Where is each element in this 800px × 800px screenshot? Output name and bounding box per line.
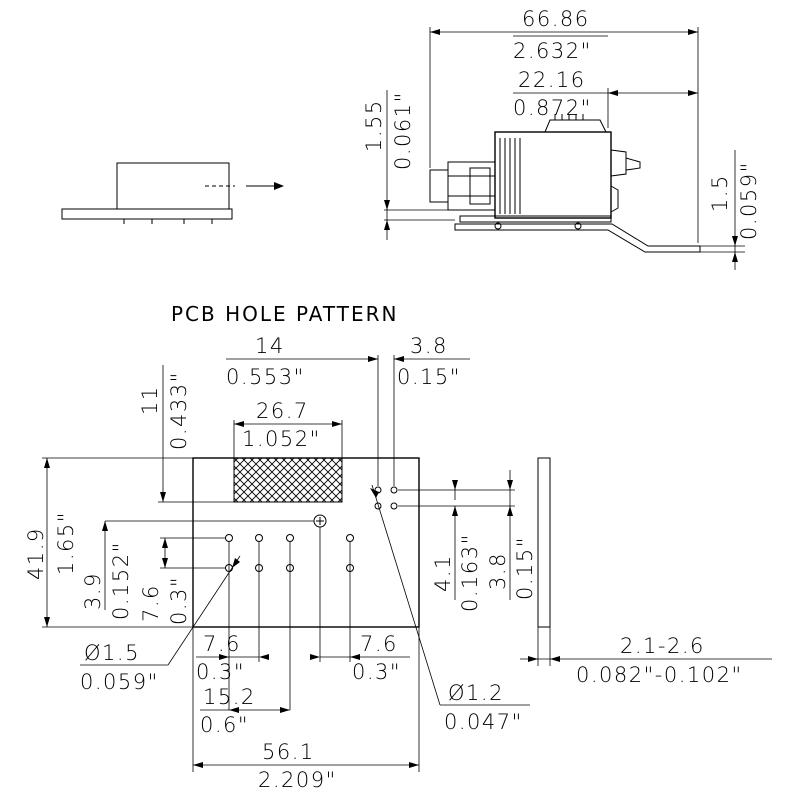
- hole: [390, 486, 398, 494]
- dim-panel-thickness-mm: 2.1-2.6: [620, 634, 705, 658]
- board-side-view: [61, 162, 284, 224]
- dim-pin-offset-in: 0.872": [513, 96, 592, 120]
- callout-large-hole-in: 0.047": [444, 710, 523, 734]
- hole-pattern-title: PCB HOLE PATTERN: [171, 302, 399, 326]
- dim-pitch-right: 7.6 0.3": [310, 632, 410, 684]
- dim-top-right-mm: 3.8: [410, 334, 448, 358]
- dim-right-a-in: 0.163": [458, 533, 482, 612]
- dim-row-pitch-in: 0.3": [167, 576, 191, 625]
- dim-pitch-left-mm: 7.6: [203, 632, 241, 656]
- connector-side-view: [429, 114, 701, 253]
- dim-overall-width-pcb: 56.1 2.209": [192, 627, 420, 792]
- dim-keepout-width-mm: 26.7: [256, 399, 309, 423]
- dim-pitch-double-in: 0.6": [200, 713, 249, 737]
- dim-overall-height: 41.9 1.65": [24, 457, 193, 628]
- callout-small-hole-mm: Ø1.5: [84, 641, 140, 665]
- dim-body-offset-in: 0.061": [391, 91, 415, 170]
- dim-right-b-in: 0.15": [513, 536, 537, 600]
- dim-panel-thickness-in: 0.082"-0.102": [576, 663, 743, 687]
- dim-keepout-width-in: 1.052": [242, 427, 321, 451]
- dim-overall-width-mm: 66.86: [522, 7, 590, 31]
- callout-large-hole-mm: Ø1.2: [448, 681, 504, 705]
- dim-right-a-mm: 4.1: [431, 554, 455, 592]
- dim-pitch-right-mm: 7.6: [360, 632, 398, 656]
- hole: [390, 502, 398, 510]
- dim-right-a: 4.1 0.163": [431, 480, 482, 612]
- dim-overall-height-in: 1.65": [54, 511, 78, 575]
- dim-overall-width-in: 2.632": [513, 39, 592, 63]
- dim-top-left-in: 0.553": [226, 365, 305, 389]
- dim-row-offset-mm: 3.9: [81, 572, 105, 610]
- callout-large-hole: Ø1.2 0.047": [370, 484, 530, 734]
- dim-pin-drop: 1.5 0.059": [700, 150, 761, 270]
- dim-keepout-height: 11 0.433": [138, 365, 234, 503]
- dim-keepout-width: 26.7 1.052": [233, 399, 343, 458]
- dim-keepout-height-in: 0.433": [167, 371, 191, 450]
- dim-row-pitch: 7.6 0.3": [139, 538, 191, 625]
- hole: [286, 534, 294, 542]
- dim-pitch-left: 7.6 0.3": [196, 632, 269, 684]
- dim-pitch-right-in: 0.3": [352, 660, 401, 684]
- hole: [225, 534, 233, 542]
- dim-right-b-mm: 3.8: [486, 552, 510, 590]
- dim-pitch-double: 15.2 0.6": [200, 685, 290, 737]
- dim-top-left-mm: 14: [255, 334, 285, 358]
- dim-top-left: 14 0.553": [226, 334, 378, 389]
- dim-row-pitch-mm: 7.6: [139, 584, 163, 622]
- dim-overall-width-pcb-in: 2.209": [258, 768, 337, 792]
- dim-body-offset: 1.55 0.061": [362, 90, 455, 240]
- dim-overall-width-pcb-mm: 56.1: [262, 740, 315, 764]
- hole-pattern-outline: [192, 457, 551, 628]
- dim-right-b: 3.8 0.15": [486, 470, 537, 600]
- hole: [374, 502, 382, 510]
- dim-pin-drop-in: 0.059": [737, 161, 761, 240]
- dim-row-offset: 3.9 0.152": [81, 521, 133, 620]
- dim-body-offset-mm: 1.55: [362, 99, 386, 152]
- dim-keepout-height-mm: 11: [138, 385, 162, 415]
- dim-pitch-double-mm: 15.2: [203, 685, 256, 709]
- callout-small-hole: Ø1.5 0.059": [80, 555, 241, 694]
- dim-overall-height-mm: 41.9: [24, 527, 48, 580]
- callout-small-hole-in: 0.059": [80, 670, 159, 694]
- dim-overall-width: 66.86 2.632": [429, 7, 699, 243]
- dim-pin-drop-mm: 1.5: [708, 174, 732, 212]
- dim-top-right-in: 0.15": [397, 365, 461, 389]
- dim-pin-offset-mm: 22.16: [518, 68, 586, 92]
- dim-row-offset-in: 0.152": [109, 541, 133, 620]
- dim-pin-offset: 22.16 0.872": [513, 68, 698, 128]
- hole-extension-lines: [105, 355, 515, 710]
- dim-pitch-left-in: 0.3": [196, 660, 245, 684]
- hole: [255, 534, 263, 542]
- dim-top-right: 3.8 0.15": [394, 334, 470, 389]
- dim-panel-thickness: 2.1-2.6 0.082"-0.102": [520, 627, 772, 687]
- hole: [346, 534, 354, 542]
